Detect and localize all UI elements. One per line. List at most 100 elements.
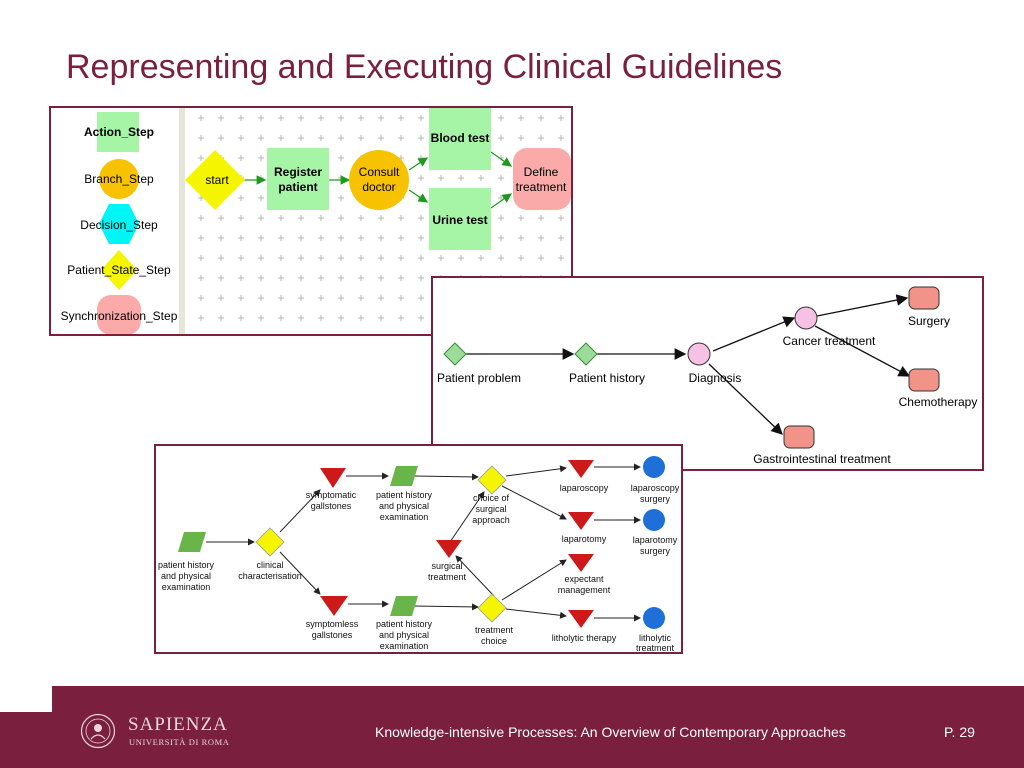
ph-label-1: patient history — [158, 560, 215, 570]
gallstone-guideline-canvas: patient history and physical examination… — [158, 456, 680, 652]
surgical-treatment-node[interactable] — [436, 540, 462, 558]
urine-test-node[interactable] — [429, 188, 491, 250]
cancer-treatment-node[interactable] — [794, 306, 818, 330]
blood-test-node[interactable] — [429, 108, 491, 170]
patient-problem-label: Patient problem — [437, 371, 521, 385]
edge-csa-laparoscopy — [505, 465, 567, 477]
choice-surgical-approach-node[interactable] — [477, 465, 507, 495]
gallstone-guideline-panel: patient history and physical examination… — [154, 444, 683, 654]
edge-cc-symptomless — [279, 551, 321, 595]
gastro-treatment-node[interactable] — [783, 425, 815, 449]
lts-label-2: surgery — [640, 546, 671, 556]
laparotomy-label: laparotomy — [562, 534, 607, 544]
edge-tc-litholytic — [505, 608, 567, 619]
patient-problem-node[interactable] — [443, 342, 467, 366]
edge-tc-surgical — [455, 555, 495, 597]
symptomless-gallstones-node[interactable] — [320, 596, 348, 616]
expectant-label-2: management — [558, 585, 611, 595]
decision-step-swatch[interactable] — [99, 204, 139, 244]
cc-label-2: characterisation — [238, 571, 302, 581]
ls-label-2: surgery — [640, 494, 671, 504]
ph-label-2: and physical — [161, 571, 211, 581]
edge-diagnosis-gastro — [708, 363, 783, 435]
logo-name: SAPIENZA — [128, 714, 228, 735]
ph-label-3: examination — [162, 582, 211, 592]
edge-blood-define — [490, 151, 512, 167]
edge-consult-urine — [408, 189, 428, 203]
edge-consult-blood — [408, 157, 428, 171]
patient-history-exam-node[interactable] — [178, 532, 206, 552]
register-label-1: Register — [274, 165, 322, 179]
expectant-management-node[interactable] — [568, 554, 594, 572]
csa-label-1: choice of — [473, 493, 510, 503]
ls-label-1: laparoscopy — [631, 483, 680, 493]
patient-history-exam-node-3[interactable] — [390, 596, 418, 616]
tc-label-2: choice — [481, 636, 507, 646]
consult-label-1: Consult — [359, 165, 400, 179]
synchronization-step-swatch[interactable] — [97, 295, 141, 334]
action-step-swatch[interactable] — [97, 112, 139, 152]
surgery-label: Surgery — [908, 314, 950, 328]
csa-label-3: approach — [472, 515, 510, 525]
laparotomy-surgery-node[interactable] — [643, 509, 665, 531]
start-node[interactable] — [185, 150, 245, 210]
st-label-2: treatment — [428, 572, 467, 582]
laparoscopy-label: laparoscopy — [560, 483, 609, 493]
litholytic-treatment-node[interactable] — [643, 607, 665, 629]
edge-tc-expectant — [501, 559, 567, 601]
cc-label-1: clinical — [256, 560, 283, 570]
register-label-2: patient — [278, 180, 317, 194]
register-patient-node[interactable] — [267, 148, 329, 210]
edge-ph3-tc — [413, 603, 479, 611]
tc-label-1: treatment — [475, 625, 514, 635]
patient-history-exam-node-2[interactable] — [390, 466, 418, 486]
patient-history-node[interactable] — [574, 342, 598, 366]
lt-label-2: treatment — [636, 643, 675, 652]
footer-title: Knowledge-intensive Processes: An Overvi… — [375, 724, 846, 740]
litholytic-therapy-label: litholytic therapy — [552, 633, 617, 643]
sl-label-1: symptomless — [306, 619, 359, 629]
ph2-label-3: examination — [380, 512, 429, 522]
university-seal-icon — [80, 713, 116, 749]
pathway-graph-panel: Patient problem Patient history Diagnosi… — [431, 276, 984, 471]
ph3-label-3: examination — [380, 641, 429, 651]
sl-label-2: gallstones — [312, 630, 353, 640]
branch-step-swatch[interactable] — [99, 159, 139, 199]
footer-corner — [0, 712, 52, 768]
diagnosis-node[interactable] — [687, 342, 711, 366]
palette-branch-step[interactable]: Branch_Step — [84, 172, 154, 186]
sg-label-1: symptomatic — [306, 490, 357, 500]
lt-label-1: litholytic — [639, 633, 672, 643]
surgery-node[interactable] — [908, 286, 940, 310]
palette-decision-step[interactable]: Decision_Step — [80, 218, 158, 232]
footer-bar — [52, 686, 1024, 768]
define-treatment-node[interactable] — [513, 148, 571, 210]
slide-title: Representing and Executing Clinical Guid… — [66, 48, 783, 86]
edge-csa-laparotomy — [501, 485, 567, 520]
page-number: P. 29 — [944, 724, 975, 740]
litholytic-therapy-node[interactable] — [568, 610, 594, 628]
define-label-2: treatment — [516, 180, 567, 194]
chemotherapy-node[interactable] — [908, 368, 940, 392]
expectant-label-1: expectant — [564, 574, 604, 584]
laparotomy-node[interactable] — [568, 512, 594, 530]
consult-doctor-node[interactable] — [349, 150, 409, 210]
symptomatic-gallstones-node[interactable] — [320, 468, 346, 488]
start-label: start — [205, 173, 229, 187]
edge-ph2-csa — [413, 473, 479, 481]
lts-label-1: laparotomy — [633, 535, 678, 545]
clinical-characterisation-node[interactable] — [255, 527, 285, 557]
patient-state-step-swatch[interactable] — [101, 250, 137, 290]
treatment-choice-node[interactable] — [477, 593, 507, 623]
urine-test-label: Urine test — [432, 213, 487, 227]
laparoscopy-node[interactable] — [568, 460, 594, 478]
laparoscopy-surgery-node[interactable] — [643, 456, 665, 478]
diagnosis-label: Diagnosis — [689, 371, 742, 385]
palette-action-step[interactable]: Action_Step — [84, 125, 154, 139]
palette-synchronization-step[interactable]: Synchronization_Step — [61, 309, 178, 323]
palette-patient-state-step[interactable]: Patient_State_Step — [67, 263, 171, 277]
chemotherapy-label: Chemotherapy — [899, 395, 978, 409]
ph2-label-2: and physical — [379, 501, 429, 511]
edge-diagnosis-cancer — [712, 316, 796, 352]
edge-urine-define — [490, 193, 512, 209]
